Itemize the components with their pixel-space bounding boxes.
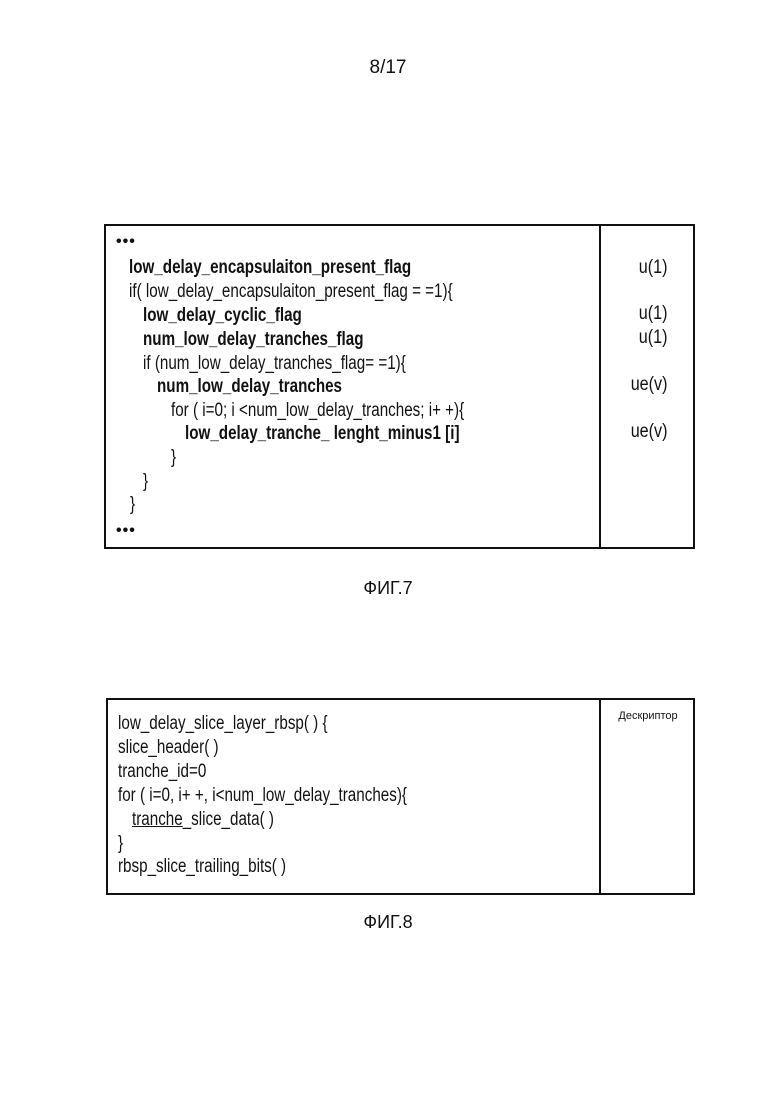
syntax-element: num_low_delay_tranches bbox=[157, 376, 342, 398]
ellipsis-bottom: ••• bbox=[116, 520, 136, 542]
syntax-element: low_delay_cyclic_flag bbox=[143, 305, 302, 327]
syntax-element: num_low_delay_tranches_flag bbox=[143, 329, 363, 351]
closing-brace: } bbox=[130, 494, 135, 516]
underlined-word: tranche bbox=[132, 809, 183, 830]
syntax-line: tranche_id=0 bbox=[118, 761, 206, 783]
syntax-line: for ( i=0; i <num_low_delay_tranches; i+… bbox=[171, 400, 464, 422]
ellipsis-top: ••• bbox=[116, 231, 136, 253]
column-divider bbox=[599, 226, 601, 547]
syntax-line: tranche_slice_data( ) bbox=[132, 809, 274, 831]
descriptor: u(1) bbox=[611, 257, 693, 279]
syntax-line: if( low_delay_encapsulaiton_present_flag… bbox=[129, 281, 453, 303]
fig8-caption: ФИГ.8 bbox=[0, 912, 776, 933]
closing-brace: } bbox=[118, 833, 123, 855]
syntax-text: _slice_data( ) bbox=[183, 809, 274, 830]
syntax-element: low_delay_tranche_ lenght_minus1 [i] bbox=[185, 423, 460, 445]
descriptor: ue(v) bbox=[611, 421, 693, 443]
closing-brace: } bbox=[171, 447, 176, 469]
page-number: 8/17 bbox=[0, 57, 776, 79]
syntax-element: low_delay_encapsulaiton_present_flag bbox=[129, 257, 411, 279]
syntax-line: for ( i=0, i+ +, i<num_low_delay_tranche… bbox=[118, 785, 407, 807]
fig7-syntax-table: ••• low_delay_encapsulaiton_present_flag… bbox=[104, 224, 695, 549]
syntax-line: rbsp_slice_trailing_bits( ) bbox=[118, 856, 286, 878]
descriptor-header: Дескриптор bbox=[601, 710, 695, 722]
syntax-line: low_delay_slice_layer_rbsp( ) { bbox=[118, 713, 328, 735]
descriptor: u(1) bbox=[611, 327, 693, 349]
fig7-caption: ФИГ.7 bbox=[0, 578, 776, 599]
syntax-line: slice_header( ) bbox=[118, 737, 219, 759]
closing-brace: } bbox=[143, 471, 148, 493]
descriptor: u(1) bbox=[611, 303, 693, 325]
column-divider bbox=[599, 700, 601, 893]
fig8-syntax-table: Дескриптор low_delay_slice_layer_rbsp( )… bbox=[106, 698, 695, 895]
descriptor: ue(v) bbox=[611, 374, 693, 396]
syntax-line: if (num_low_delay_tranches_flag= =1){ bbox=[143, 353, 406, 375]
